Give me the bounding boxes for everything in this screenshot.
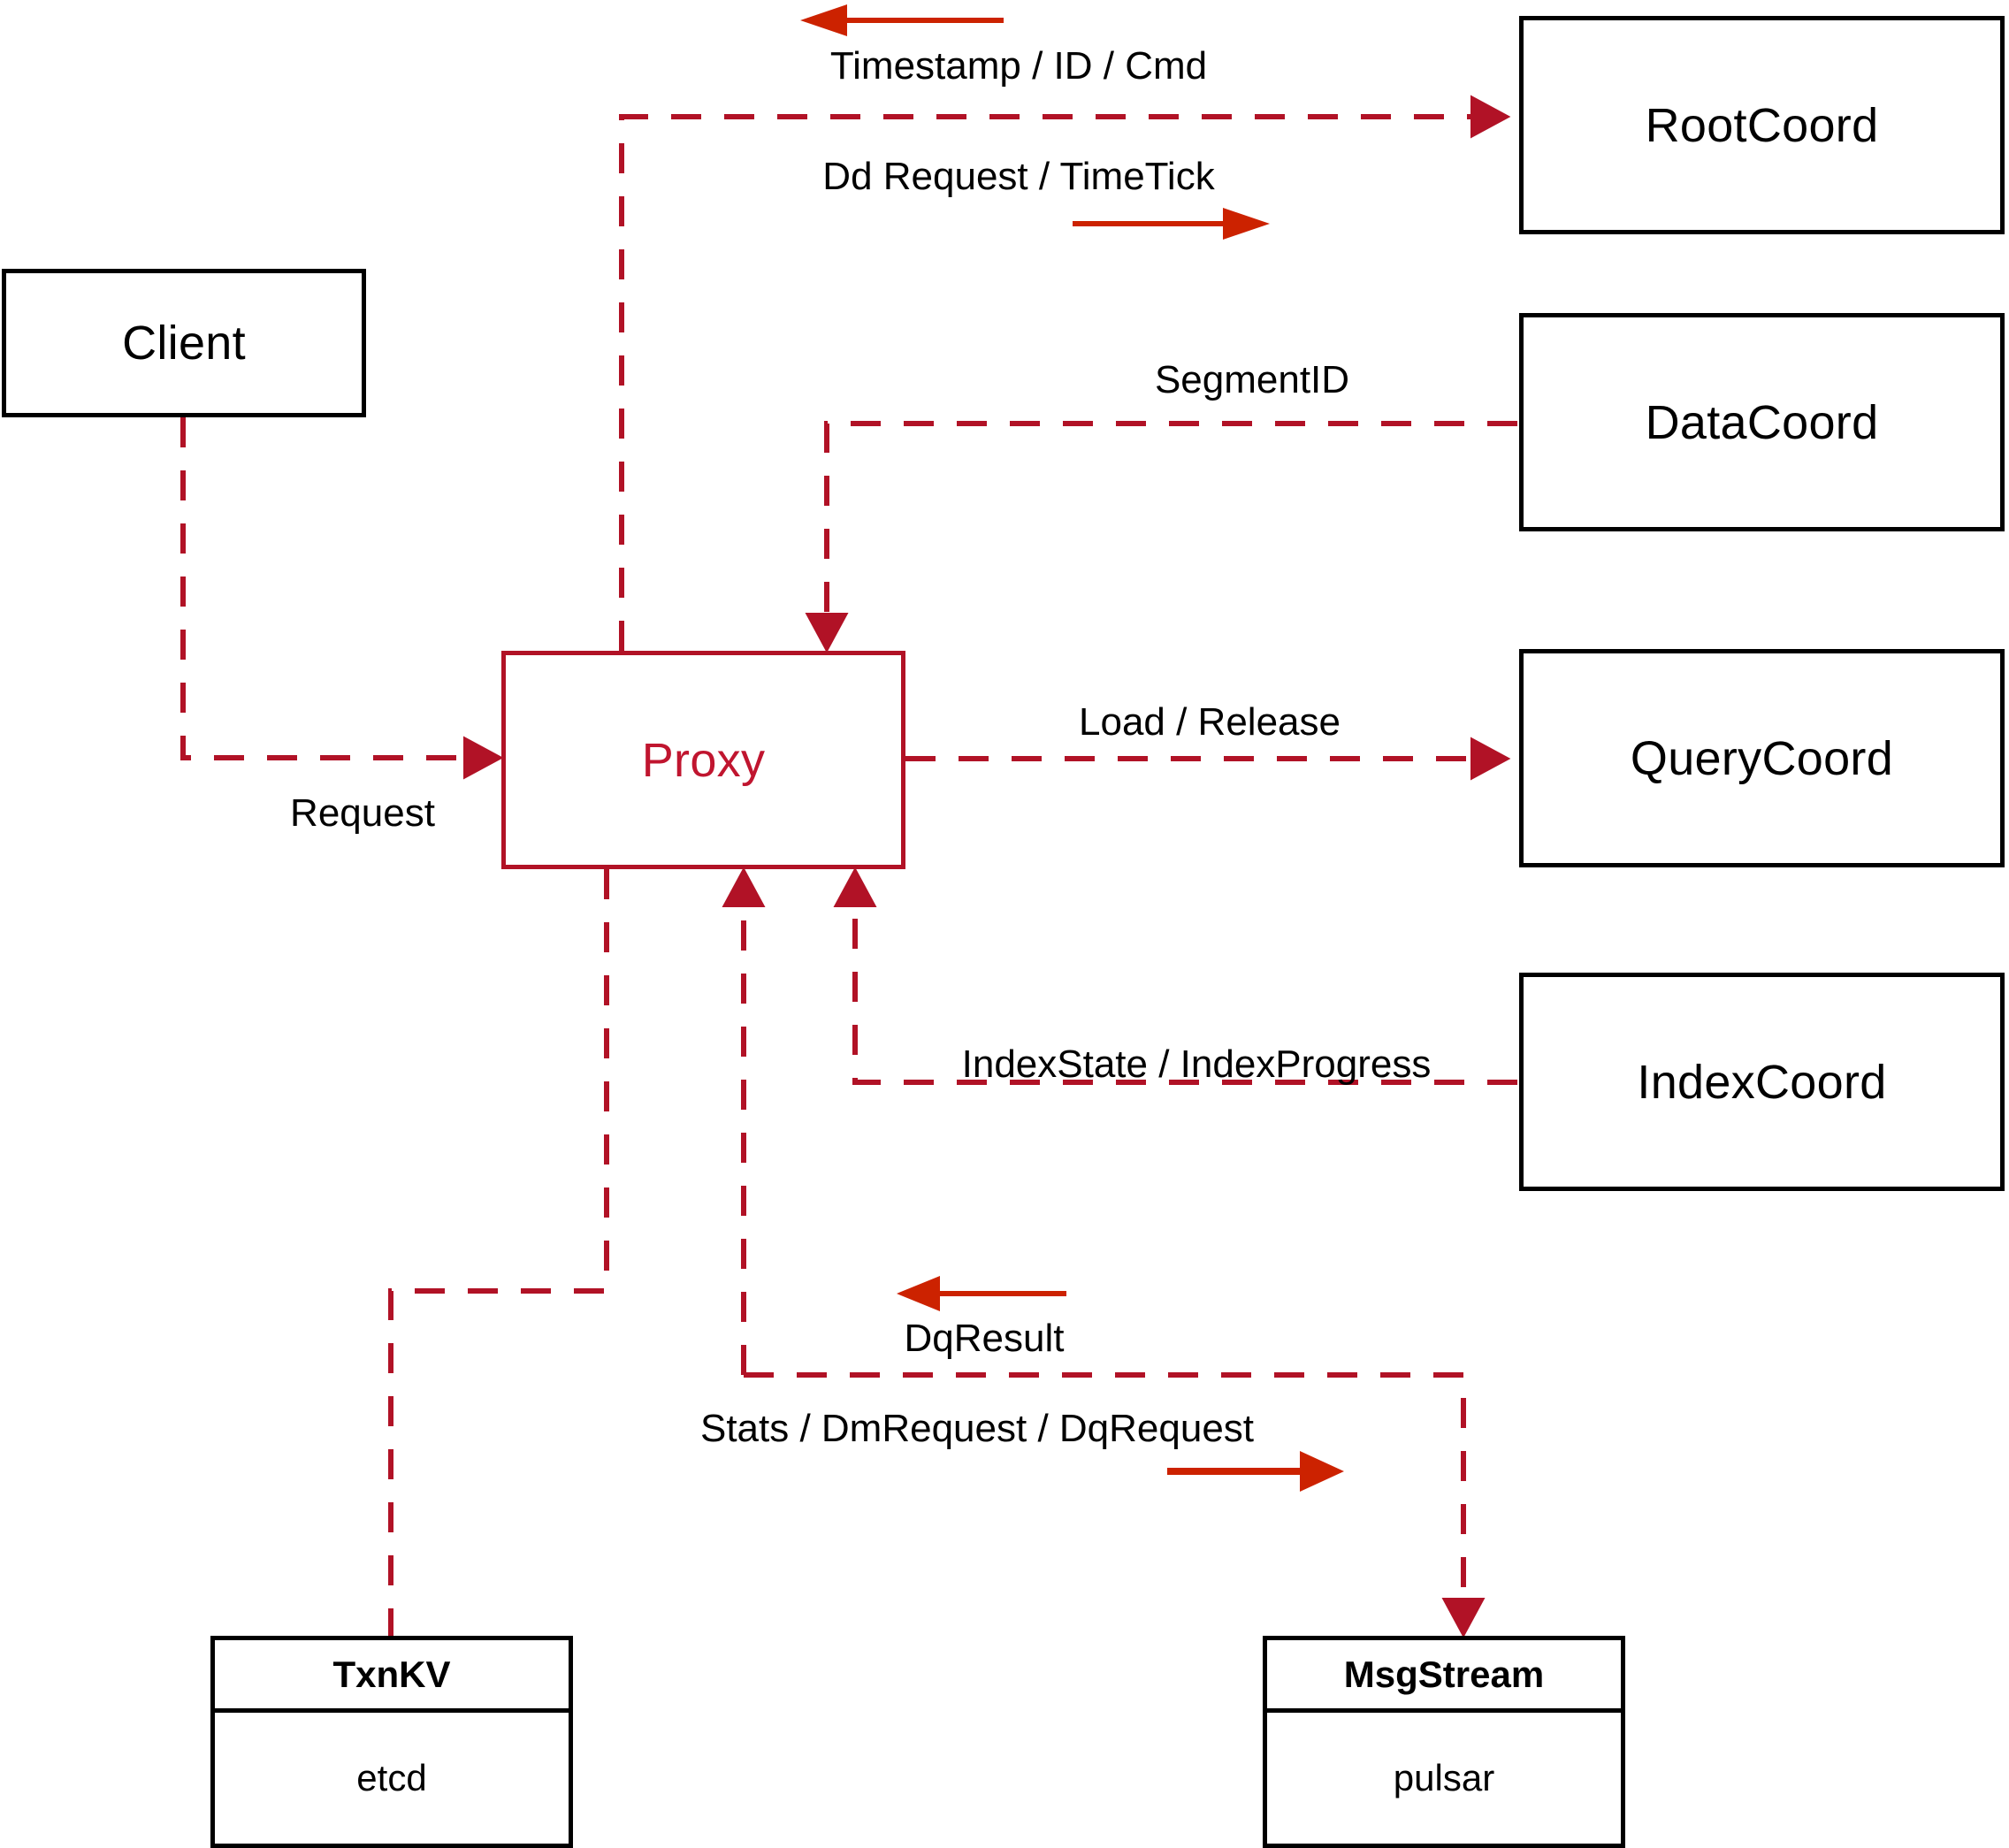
node-txnkv-header: TxnKV — [215, 1640, 569, 1713]
edge-label-timestamp-id-cmd: Timestamp / ID / Cmd — [829, 44, 1208, 88]
node-client[interactable]: Client — [2, 269, 366, 417]
node-msgstream-body: pulsar — [1267, 1713, 1621, 1844]
node-rootcoord[interactable]: RootCoord — [1519, 16, 2005, 234]
edge-label-stats-dmrequest-dqrequest: Stats / DmRequest / DqRequest — [699, 1407, 1255, 1450]
node-indexcoord[interactable]: IndexCoord — [1519, 973, 2005, 1191]
node-indexcoord-label: IndexCoord — [1637, 1055, 1887, 1109]
edge-label-dd-request-timetick: Dd Request / TimeTick — [822, 155, 1215, 198]
edge-label-load-release: Load / Release — [1079, 700, 1341, 744]
node-txnkv[interactable]: TxnKV etcd — [210, 1636, 573, 1848]
node-txnkv-body: etcd — [215, 1713, 569, 1844]
node-txnkv-header-label: TxnKV — [332, 1653, 451, 1695]
wire-client-to-proxy — [180, 417, 504, 780]
node-querycoord-label: QueryCoord — [1630, 731, 1894, 785]
edge-label-request: Request — [290, 791, 435, 835]
node-txnkv-body-label: etcd — [356, 1757, 427, 1798]
edge-label-dqresult: DqResult — [904, 1317, 1065, 1360]
wire-proxy-to-txnkv — [388, 869, 609, 1636]
node-msgstream-header-label: MsgStream — [1343, 1653, 1545, 1695]
node-msgstream-body-label: pulsar — [1393, 1757, 1495, 1798]
direction-arrow-right-ddrequest — [1073, 208, 1270, 240]
wire-datacoord-to-proxy — [805, 421, 1517, 653]
edge-label-segmentid: SegmentID — [1154, 358, 1350, 401]
direction-arrow-right-stats — [1167, 1451, 1344, 1492]
direction-arrow-left-timestamp — [800, 4, 1004, 36]
direction-arrow-left-dqresult — [897, 1276, 1066, 1311]
node-querycoord[interactable]: QueryCoord — [1519, 649, 2005, 867]
node-datacoord-label: DataCoord — [1645, 395, 1879, 449]
node-datacoord[interactable]: DataCoord — [1519, 313, 2005, 531]
node-rootcoord-label: RootCoord — [1645, 98, 1879, 152]
node-proxy-label: Proxy — [641, 733, 766, 787]
edge-label-indexstate-indexprogress: IndexState / IndexProgress — [961, 1042, 1432, 1086]
node-client-label: Client — [122, 317, 246, 370]
node-proxy[interactable]: Proxy — [501, 651, 905, 869]
node-msgstream-header: MsgStream — [1267, 1640, 1621, 1713]
node-msgstream[interactable]: MsgStream pulsar — [1263, 1636, 1625, 1848]
